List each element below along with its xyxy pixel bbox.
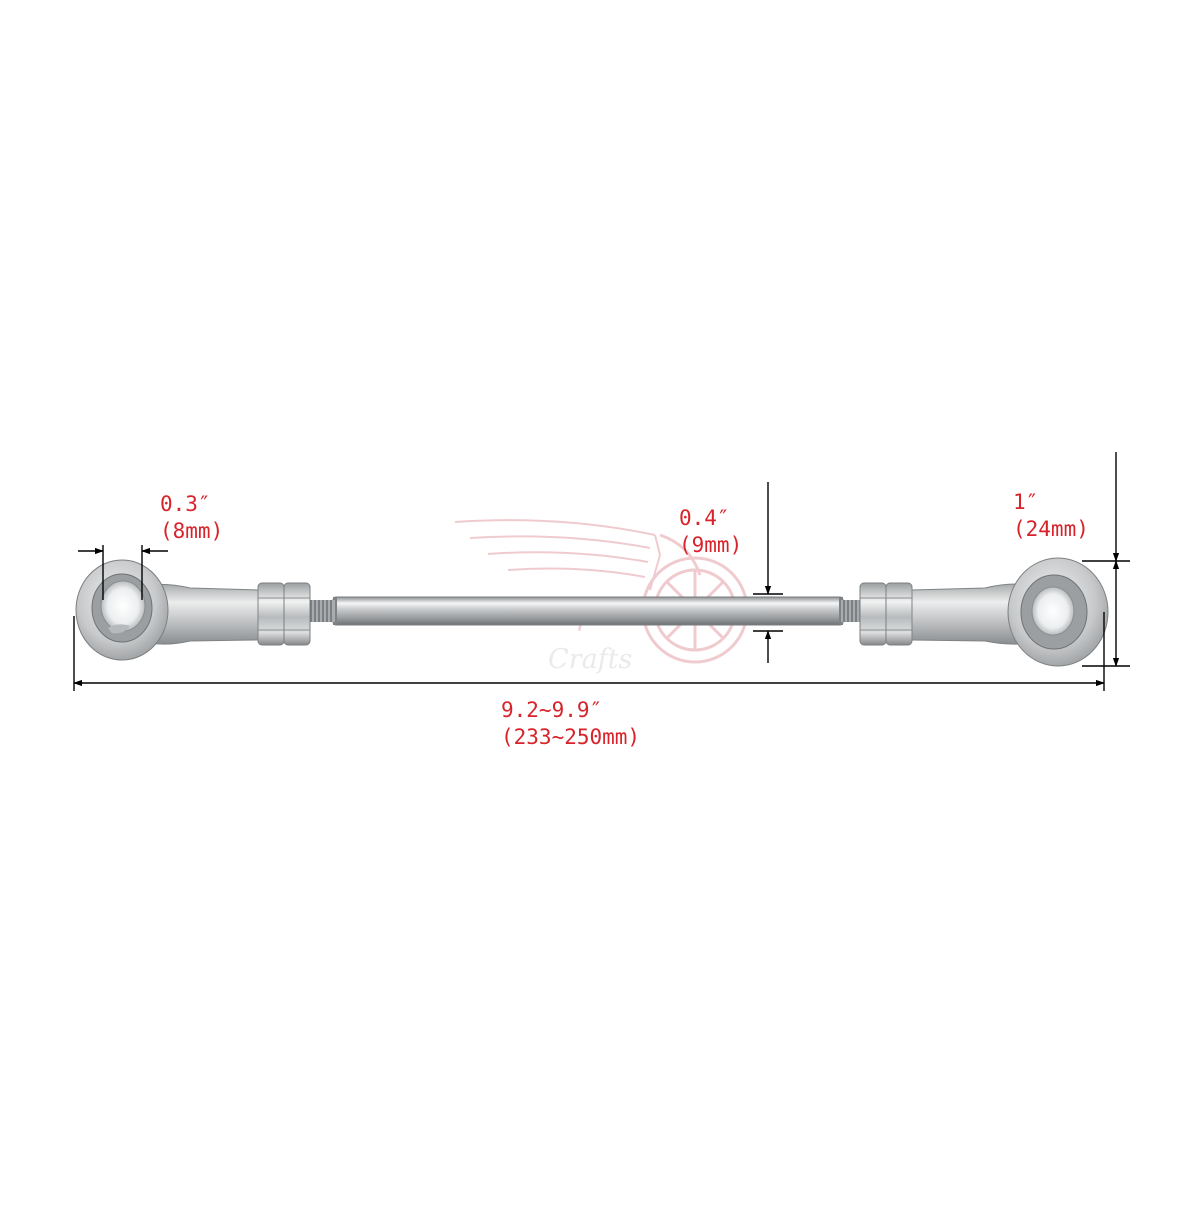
left-lock-nut [257,582,311,646]
hole-diameter-label: 0.3″ (8mm) [160,491,223,545]
hole-diameter-inch: 0.3″ [160,492,211,516]
left-threaded-stud [308,600,335,622]
overall-length-inch: 9.2~9.9″ [501,698,603,722]
eye-height-label: 1″ (24mm) [1013,489,1089,543]
hole-diameter-mm: (8mm) [160,519,224,543]
overall-length-mm: (233~250mm) [501,725,641,749]
connecting-rod [332,596,844,626]
shaft-diameter-mm: (9mm) [679,533,743,557]
overall-length-label: 9.2~9.9″ (233~250mm) [501,697,640,751]
right-rod-end [911,557,1109,667]
dimension-lines [73,452,1130,691]
shaft-diameter-label: 0.4″ (9mm) [679,505,742,559]
wing-icon [454,519,662,591]
right-lock-nut [859,582,913,646]
shaft-diameter-inch: 0.4″ [679,506,730,530]
watermark-text-line2: Crafts [548,644,632,675]
eye-height-mm: (24mm) [1013,517,1089,541]
right-threaded-stud [841,600,863,622]
eye-height-inch: 1″ [1013,490,1039,514]
left-rod-end [75,559,259,661]
